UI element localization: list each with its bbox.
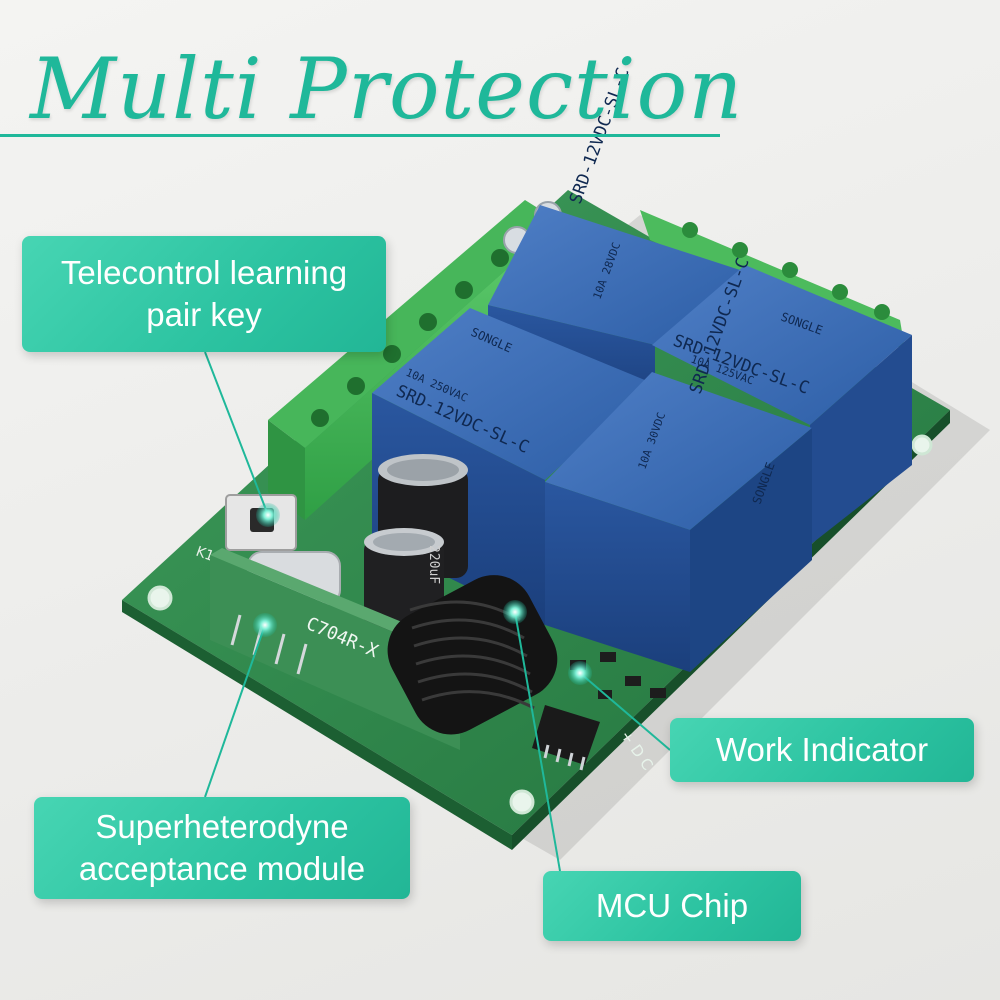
callout-text: Telecontrol learning — [60, 254, 348, 291]
callout-text: MCU Chip — [595, 887, 749, 924]
leader-superheterodyne — [204, 624, 266, 798]
superheterodyne-module: C704R-X — [210, 548, 470, 750]
marker-dot-key — [256, 503, 280, 527]
callout-work-indicator: Work Indicator — [670, 718, 974, 782]
leader-telecontrol — [204, 351, 269, 516]
callout-text: pair key — [146, 296, 262, 333]
callout-telecontrol-key: Telecontrol learning pair key — [22, 236, 386, 352]
capacitor-marking: 220uF — [426, 545, 441, 584]
callout-text: Superheterodyne — [95, 808, 349, 845]
mount-hole — [509, 789, 535, 815]
mount-hole — [911, 434, 933, 456]
marker-dot-mcu — [503, 600, 527, 624]
leader-work-indicator — [579, 672, 671, 751]
pcb-edge — [122, 600, 512, 850]
callout-text: acceptance module — [78, 850, 366, 887]
mcu-chip — [532, 705, 600, 771]
marker-dot-module — [253, 613, 277, 637]
callout-text: Work Indicator — [715, 731, 929, 768]
mount-hole — [147, 585, 173, 611]
relay-2 — [545, 372, 812, 672]
leader-mcu — [514, 611, 561, 872]
marker-dot-indicator — [568, 661, 592, 685]
callout-superheterodyne: Superheterodyne acceptance module — [34, 797, 410, 899]
title-underline — [0, 134, 720, 137]
relay-4 — [652, 265, 912, 545]
callout-mcu-chip: MCU Chip — [543, 871, 801, 941]
page-title: Multi Protection — [30, 40, 744, 138]
